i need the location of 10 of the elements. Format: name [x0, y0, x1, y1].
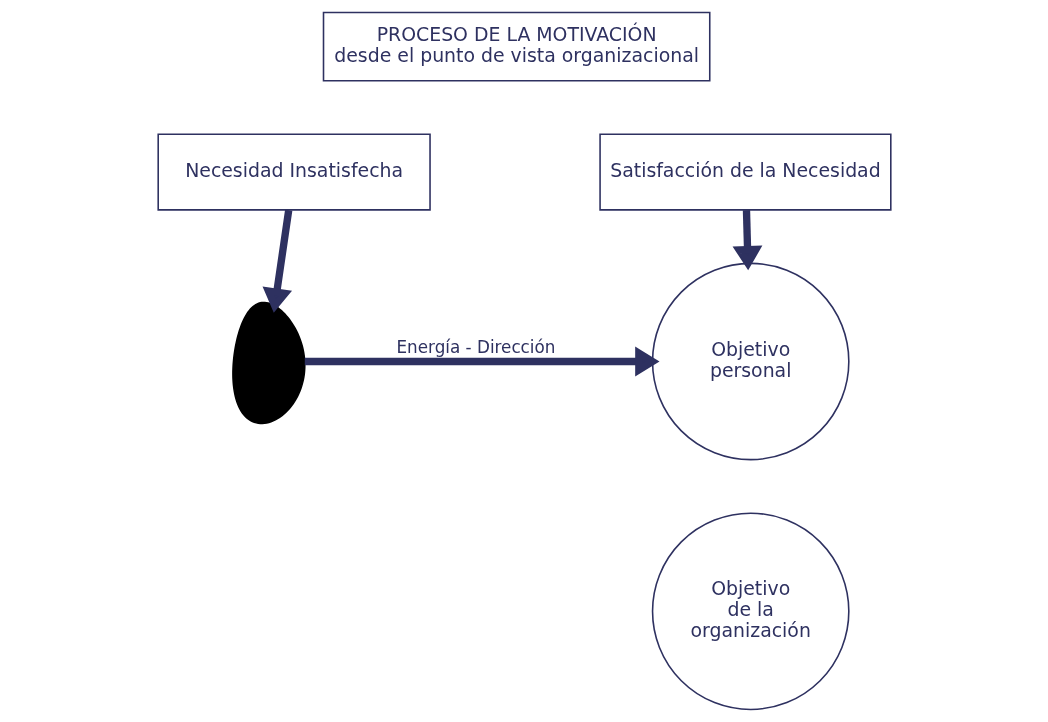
arrow — [304, 346, 660, 377]
node-circle: Objetivo de la organización — [651, 512, 850, 711]
node-person — [231, 301, 306, 425]
arrow — [732, 210, 762, 271]
node-box: Satisfacción de la Necesidad — [598, 133, 892, 211]
node-box: Necesidad Insatisfecha — [156, 133, 431, 211]
node-box: PROCESO DE LA MOTIVACIÓN desde el punto de vista organizacional — [322, 11, 711, 82]
edge-label: Energía - Dirección — [395, 336, 555, 357]
arrow — [262, 209, 292, 313]
node-circle: Objetivo personal — [651, 262, 850, 461]
